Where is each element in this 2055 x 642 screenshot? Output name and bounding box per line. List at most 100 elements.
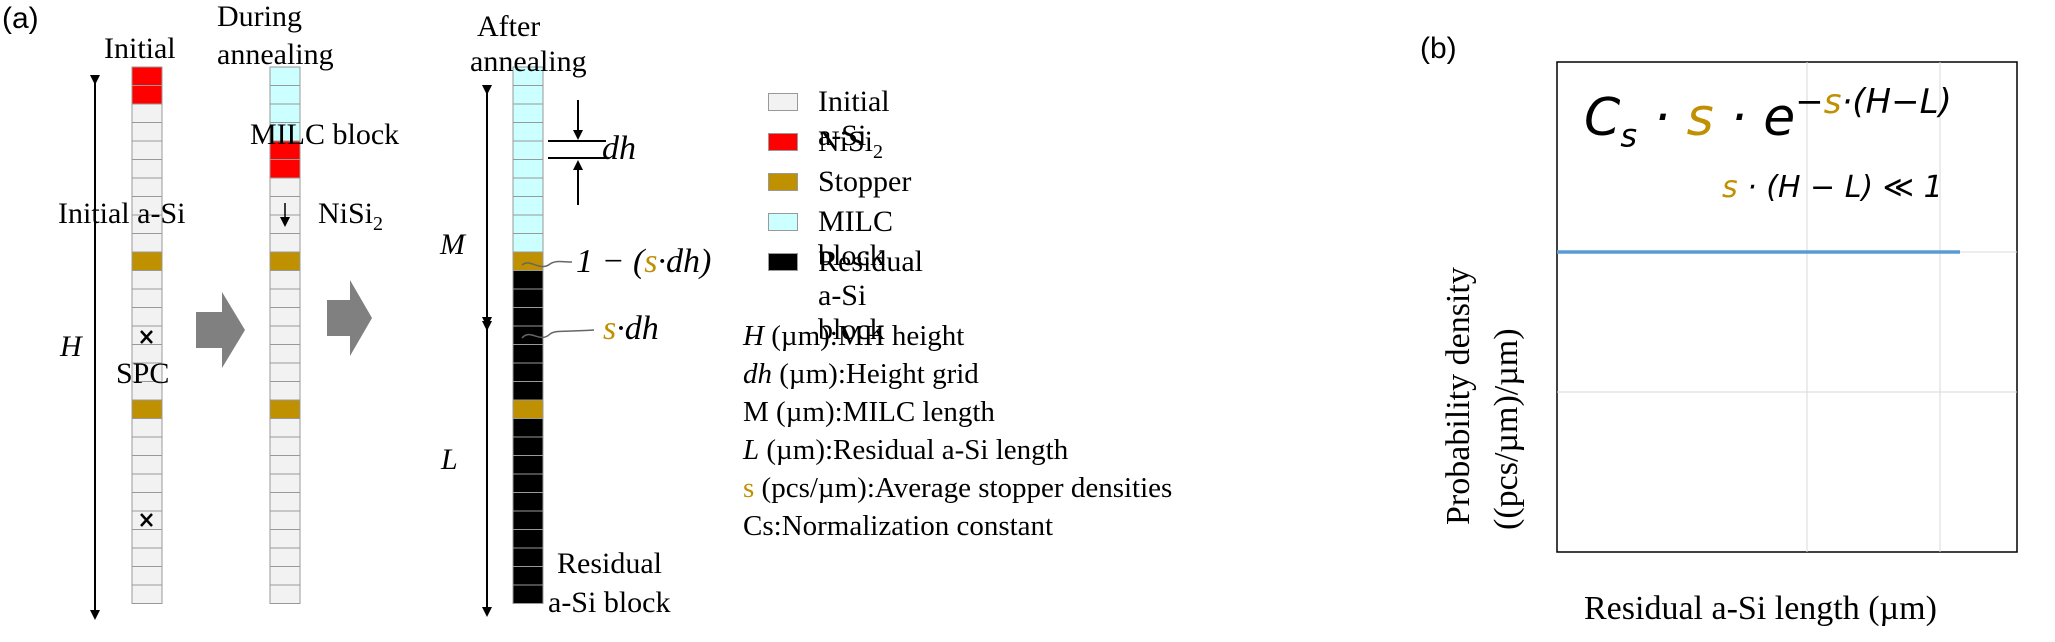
process-arrow-1 [196,292,245,368]
milc-cell [512,214,544,234]
leader-survive [521,260,573,268]
legend-swatch [768,253,798,271]
initial-asi-cell [269,436,301,456]
survive-probability-label: 1 − (s·dh) [576,243,712,280]
initial-asi-cell [269,547,301,567]
m-label: M [440,228,465,261]
initial-asi-cell [269,510,301,530]
initial-asi-cell [269,233,301,253]
residual-cell [512,436,544,456]
approximation-condition: s · (H − L) ≪ 1 [1722,170,1943,205]
stopper-cell [269,399,301,419]
definition-h: H (µm):MH height [743,320,965,352]
initial-asi-cell [131,140,163,160]
residual-cell [512,566,544,586]
initial-asi-cell [269,584,301,604]
residual-cell [512,288,544,308]
initial-asi-cell [269,381,301,401]
residual-cell [512,307,544,327]
residual-cell [512,418,544,438]
after-annealing-column [512,66,544,604]
residual-cell [512,344,544,364]
milc-cell [512,103,544,123]
initial-asi-cell [269,529,301,549]
initial-asi-cell [131,492,163,512]
stage-during-label-1: During [217,0,302,33]
initial-asi-cell [269,473,301,493]
residual-cell [512,455,544,475]
initial-asi-cell [269,344,301,364]
residual-cell [512,492,544,512]
initial-column [131,66,163,604]
definition-l: L (µm):Residual a-Si length [743,434,1069,466]
residual-cell [512,510,544,530]
plot-frame [1556,61,2018,553]
initial-asi-cell [131,159,163,179]
panel-b-plot [1556,61,2018,553]
initial-asi-cell [131,177,163,197]
leader-stopper [521,329,595,339]
initial-asi-cell [269,177,301,197]
legend-label: MILC block [818,205,893,272]
definition-s: s (pcs/µm):Average stopper densities [743,472,1173,504]
initial-asi-cell [269,418,301,438]
residual-cell [512,270,544,290]
panel-a-label: (a) [2,2,39,35]
stopper-cell [512,251,544,271]
legend-label: Stopper [818,165,912,198]
milc-cell [512,159,544,179]
initial-asi-cell [131,418,163,438]
initial-asi-cell [131,566,163,586]
y-axis-label-line2: ((pcs/µm)/µm) [1488,328,1525,530]
initial-asi-cell [131,307,163,327]
initial-asi-cell [131,455,163,475]
h-label: H [60,330,82,363]
panel-b-label: (b) [1420,32,1457,65]
initial-asi-cell [131,584,163,604]
legend-label: NiSi2 [818,125,884,163]
nisi2-cell [131,66,163,86]
milc-cell [512,140,544,160]
residual-cell [512,362,544,382]
probability-formula: Cs · s · e−s·(H−L) [1584,82,1952,155]
initial-asi-cell [269,566,301,586]
milc-cell [512,85,544,105]
initial-asi-cell [131,103,163,123]
legend-label: Initial a-Si [818,85,890,152]
stopper-cell [512,399,544,419]
definition-dh: dh (µm):Height grid [743,358,979,390]
milc-cell [512,233,544,253]
milc-cell [512,196,544,216]
initial-asi-label: Initial a-Si [58,197,186,230]
spc-x-mark-2 [140,513,153,527]
milc-cell [512,122,544,142]
initial-asi-cell [269,288,301,308]
initial-asi-cell [131,122,163,142]
spc-label: SPC [116,357,170,390]
x-axis-label: Residual a-Si length (µm) [1584,590,1937,627]
initial-asi-cell [269,270,301,290]
stage-during-label-2: annealing [217,38,334,71]
residual-label-2: a-Si block [548,586,671,619]
milc-block-label: MILC block [250,118,400,151]
residual-cell [512,473,544,493]
l-label: L [441,443,458,476]
nisi2-cell [269,159,301,179]
nisi2-label: NiSi2 [318,197,384,235]
residual-cell [512,529,544,549]
process-arrow-2 [327,280,372,356]
stopper-probability-label: s·dh [603,310,659,347]
initial-asi-cell [131,529,163,549]
y-axis-label-line1: Probability density [1440,267,1477,525]
stage-after-label-2: annealing [470,45,587,78]
definition-m: M (µm):MILC length [743,396,995,428]
initial-asi-cell [269,325,301,345]
initial-asi-cell [131,436,163,456]
residual-cell [512,547,544,567]
stage-after-label-1: After [477,10,541,43]
residual-cell [512,584,544,604]
initial-asi-cell [269,455,301,475]
legend-swatch [768,93,798,111]
legend-swatch [768,173,798,191]
